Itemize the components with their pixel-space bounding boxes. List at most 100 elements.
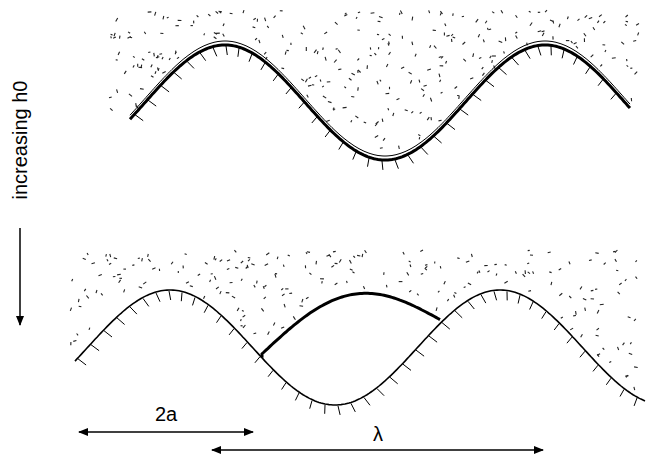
- stipple-dot: [559, 269, 562, 270]
- stipple-dot: [159, 53, 162, 55]
- stipple-dot: [88, 328, 90, 330]
- stipple-dot: [397, 99, 400, 100]
- stipple-dot: [479, 271, 480, 273]
- stipple-dot: [629, 353, 632, 354]
- stipple-dot: [427, 117, 429, 120]
- hatch-tick: [499, 68, 507, 75]
- stipple-dot: [281, 67, 284, 69]
- stipple-dot: [623, 343, 625, 346]
- hatch-tick: [634, 398, 637, 406]
- stipple-dot: [566, 40, 569, 41]
- stipple-dot: [595, 288, 597, 289]
- stipple-dot: [220, 291, 221, 294]
- stipple-dot: [444, 281, 445, 284]
- stipple-dot: [357, 29, 359, 30]
- stipple-dot: [550, 282, 552, 285]
- hatch-tick: [620, 389, 624, 396]
- stipple-dot: [183, 266, 184, 269]
- stipple-dot: [148, 259, 150, 262]
- stipple-dot: [247, 265, 249, 268]
- stipple-dot: [492, 55, 496, 56]
- stipple-dot: [362, 254, 364, 257]
- stipple-dot: [626, 59, 627, 61]
- stipple-dot: [470, 78, 473, 79]
- stipple-dot: [338, 50, 340, 53]
- stipple-dot: [550, 20, 553, 22]
- stipple-dot: [597, 354, 599, 356]
- stipple-dot: [377, 81, 378, 84]
- hatch-tick: [538, 47, 541, 56]
- wavy-surface: [75, 41, 645, 415]
- stipple-dot: [325, 57, 326, 61]
- stipple-dot: [169, 58, 170, 60]
- hatch-tick: [395, 160, 398, 169]
- stipple-dot: [243, 315, 246, 317]
- stipple-dot: [293, 316, 295, 319]
- stipple-dot: [616, 270, 618, 272]
- stipple-dot: [287, 50, 289, 51]
- stipple-dot: [438, 74, 440, 78]
- stipple-dot: [634, 319, 636, 321]
- stipple-dot: [256, 281, 258, 284]
- stipple-dot: [322, 48, 324, 50]
- stipple-dot: [105, 254, 107, 257]
- stipple-dot: [424, 85, 427, 86]
- stipple-dot: [484, 265, 487, 266]
- stipple-dot: [283, 265, 285, 267]
- stipple-dot: [505, 264, 507, 266]
- stipple-dot: [419, 137, 421, 139]
- hatch-tick: [181, 293, 183, 302]
- stipple-dot: [128, 32, 130, 33]
- hatch-tick: [530, 302, 533, 310]
- stipple-dot: [365, 250, 367, 253]
- stipple-dot: [479, 57, 481, 59]
- stipple-dot: [329, 254, 331, 257]
- stipple-dot: [576, 46, 578, 48]
- hatch-tick: [554, 324, 559, 330]
- hatch-tick: [468, 301, 474, 309]
- stipple-dot: [462, 16, 464, 18]
- stipple-dot: [428, 10, 430, 13]
- stipple-dot: [559, 293, 562, 295]
- stipple-dot: [626, 375, 628, 377]
- stipple-dot: [417, 294, 419, 296]
- stipple-dot: [499, 41, 503, 43]
- stipple-dot: [386, 285, 388, 287]
- stipple-dot: [157, 55, 158, 58]
- stipple-dot: [528, 290, 531, 292]
- stipple-dot: [573, 315, 576, 316]
- stipple-dot: [345, 13, 347, 14]
- stipple-dot: [584, 38, 585, 42]
- stipple-dot: [409, 261, 411, 263]
- stipple-dot: [220, 12, 222, 13]
- stipple-dot: [344, 87, 346, 88]
- hatch-tick: [135, 115, 143, 121]
- stipple-dot: [453, 37, 456, 38]
- hatch-tick: [351, 403, 355, 412]
- hatch-tick: [229, 329, 234, 335]
- stipple-dot: [552, 36, 553, 39]
- stipple-dot: [346, 281, 348, 283]
- stipple-dot: [357, 87, 359, 91]
- stipple-dot: [530, 23, 532, 26]
- stipple-dot: [204, 296, 205, 299]
- stipple-dot: [86, 296, 88, 299]
- stipple-dot: [468, 283, 471, 285]
- stipple-dot: [538, 12, 540, 13]
- stipple-dot: [109, 263, 111, 264]
- stipple-dot: [191, 25, 193, 26]
- hatch-tick: [377, 389, 384, 396]
- stipple-dot: [538, 31, 542, 32]
- hatch-tick: [611, 93, 616, 99]
- stipple-dot: [253, 26, 256, 28]
- stipple-dot: [389, 87, 390, 89]
- stipple-dot: [263, 286, 264, 288]
- stipple-dot: [151, 76, 154, 78]
- stipple-dot: [458, 96, 460, 99]
- stipple-dot: [628, 316, 631, 318]
- stipple-dot: [307, 251, 310, 253]
- stipple-dot: [300, 305, 304, 307]
- stipple-dot: [603, 21, 605, 23]
- stipple-dot: [349, 78, 352, 80]
